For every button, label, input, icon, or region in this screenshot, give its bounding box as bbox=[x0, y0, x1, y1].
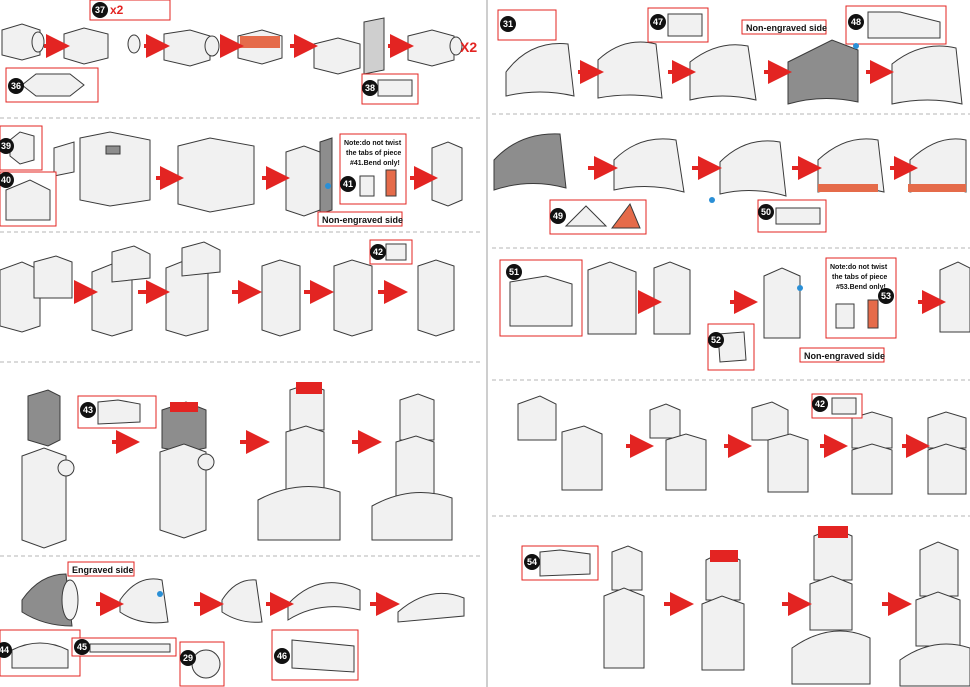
part-49-flat-a bbox=[564, 205, 608, 227]
step-40: 40 bbox=[1, 175, 11, 185]
step-42a: 42 bbox=[373, 247, 383, 257]
label-non-engraved-b: Non-engraved side bbox=[746, 23, 827, 33]
step-31: 31 bbox=[503, 19, 513, 29]
part-49-flat-b bbox=[611, 203, 641, 229]
marker-dot-blue-3 bbox=[853, 43, 859, 49]
step-47: 47 bbox=[653, 17, 663, 27]
multiplier-x2-b: X2 bbox=[460, 39, 477, 55]
row3-right bbox=[587, 261, 970, 339]
part-box-37 bbox=[89, 0, 171, 21]
part-53-flat bbox=[835, 303, 855, 329]
step-badges: 37 36 38 39 40 41 42 43 44 45 29 46 31 4… bbox=[0, 2, 894, 666]
step-44: 44 bbox=[0, 645, 9, 655]
marker-dot-blue-2 bbox=[157, 591, 163, 597]
note53-line3: #53.Bend only! bbox=[836, 284, 886, 291]
row4-right bbox=[517, 395, 967, 495]
step-53: 53 bbox=[881, 291, 891, 301]
part-29-flat bbox=[191, 649, 221, 679]
row-separators bbox=[0, 113, 970, 557]
step-38: 38 bbox=[365, 83, 375, 93]
label-box-non-engraved-b bbox=[741, 19, 827, 35]
step-54: 54 bbox=[527, 557, 537, 567]
note41-line1: Note:do not twist bbox=[344, 140, 402, 147]
label-non-engraved-c: Non-engraved side bbox=[804, 351, 885, 361]
step-48: 48 bbox=[851, 17, 861, 27]
step-52: 52 bbox=[711, 335, 721, 345]
step-43: 43 bbox=[83, 405, 93, 415]
part-41-side bbox=[385, 169, 397, 197]
step-49: 49 bbox=[553, 211, 563, 221]
step-39: 39 bbox=[1, 141, 11, 151]
part-41-flat bbox=[359, 175, 375, 197]
step-29: 29 bbox=[183, 653, 193, 663]
part-53-side bbox=[867, 299, 879, 329]
part-52-flat bbox=[717, 331, 747, 363]
marker-dot-blue bbox=[325, 183, 331, 189]
row2-right bbox=[493, 133, 967, 197]
step-45: 45 bbox=[77, 642, 87, 652]
part-48-flat bbox=[867, 11, 941, 39]
part-39-flat bbox=[9, 131, 35, 165]
part-47-flat bbox=[667, 13, 703, 37]
note41-line2: the tabs of piece bbox=[346, 150, 401, 157]
part-44-flat bbox=[11, 642, 69, 669]
part-38-flat bbox=[377, 79, 413, 97]
part-50-flat bbox=[775, 207, 821, 225]
label-box-non-engraved-a bbox=[317, 211, 403, 227]
part-51-flat bbox=[509, 275, 573, 327]
row2-left bbox=[53, 131, 463, 217]
step-42b: 42 bbox=[815, 399, 825, 409]
part-43-flat bbox=[97, 399, 141, 425]
marker-dot-blue-4 bbox=[709, 197, 715, 203]
part-42a-flat bbox=[385, 243, 407, 261]
note53-line1: Note:do not twist bbox=[830, 264, 888, 271]
note41-line3: #41.Bend only! bbox=[350, 160, 400, 167]
row4-left bbox=[21, 382, 453, 549]
row1-left bbox=[1, 17, 463, 75]
row5-left bbox=[21, 573, 465, 627]
label-box-non-engraved-c bbox=[799, 347, 885, 363]
row1-right bbox=[505, 39, 963, 105]
part-45-flat bbox=[89, 643, 171, 653]
part-42b-flat bbox=[831, 397, 857, 415]
part-40-flat bbox=[5, 179, 51, 221]
label-non-engraved-a: Non-engraved side bbox=[322, 215, 403, 225]
multiplier-x2-a: x2 bbox=[110, 3, 124, 17]
part-36-flat bbox=[21, 73, 85, 97]
step-46: 46 bbox=[277, 651, 287, 661]
step-37: 37 bbox=[95, 5, 105, 15]
step-51: 51 bbox=[509, 267, 519, 277]
part-46-flat bbox=[291, 639, 355, 673]
row5-right bbox=[603, 526, 970, 687]
label-engraved: Engraved side bbox=[72, 565, 134, 575]
step-50: 50 bbox=[761, 207, 771, 217]
note53-line2: the tabs of piece bbox=[832, 274, 887, 281]
step-36: 36 bbox=[11, 81, 21, 91]
row3-left bbox=[0, 241, 455, 337]
step-41: 41 bbox=[343, 179, 353, 189]
label-box-engraved bbox=[67, 561, 135, 577]
part-54-flat bbox=[539, 549, 591, 577]
marker-dot-blue-5 bbox=[797, 285, 803, 291]
